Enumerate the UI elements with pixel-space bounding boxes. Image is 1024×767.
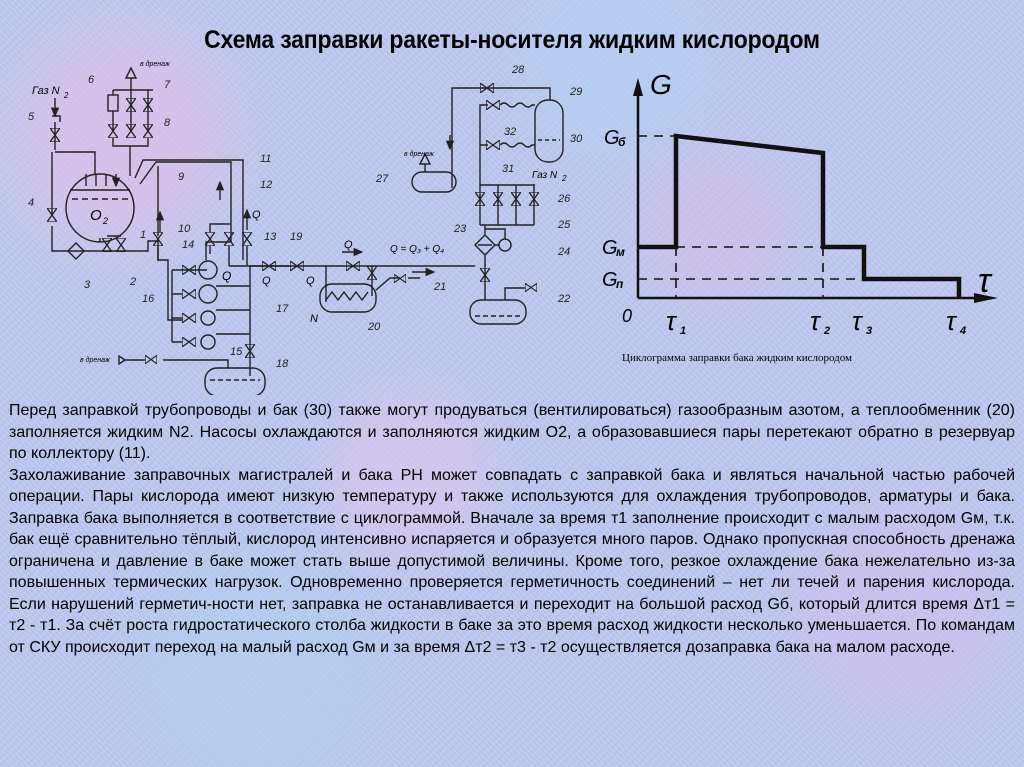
svg-text:18: 18 — [276, 358, 289, 370]
drain-mid-label: в дренаж — [404, 150, 435, 158]
svg-text:32: 32 — [504, 126, 516, 138]
g-medium-label: G — [602, 237, 618, 259]
fill-rate-curve — [638, 133, 962, 298]
svg-text:Q: Q — [262, 275, 271, 287]
svg-text:21: 21 — [433, 281, 446, 293]
tau2-label: τ — [810, 306, 822, 336]
svg-text:22: 22 — [557, 293, 570, 305]
svg-text:10: 10 — [178, 223, 191, 235]
svg-text:м: м — [616, 245, 625, 259]
svg-text:2: 2 — [63, 91, 69, 100]
filling-scheme-diagram: O 2 Газ N 2 в дренаж Q Q Q — [28, 60, 583, 395]
cyclogram-chart: G τ 0 G б G м G п τ 1 τ 2 τ 3 τ 4 — [602, 69, 998, 337]
oxygen-tank-1: O 2 — [65, 173, 135, 243]
svg-text:13: 13 — [264, 231, 277, 243]
svg-text:19: 19 — [290, 231, 302, 243]
x-axis-label: τ — [978, 262, 993, 300]
svg-text:2: 2 — [561, 174, 567, 183]
svg-text:1: 1 — [680, 325, 686, 337]
drain-bottom-label: в дренаж — [80, 356, 111, 364]
svg-text:4: 4 — [959, 325, 966, 337]
g-big-label: G — [604, 127, 620, 149]
svg-text:Q = Q₃ + Q₄: Q = Q₃ + Q₄ — [390, 244, 444, 255]
svg-text:17: 17 — [276, 303, 289, 315]
svg-text:2: 2 — [102, 216, 108, 226]
svg-text:28: 28 — [511, 64, 525, 76]
body-text: Перед заправкой трубопроводы и бак (30) … — [9, 400, 1015, 658]
tank-o2-label: O — [90, 207, 102, 224]
svg-text:Q: Q — [344, 239, 353, 251]
drain-top-label: в дренаж — [140, 60, 171, 68]
svg-text:30: 30 — [570, 133, 583, 145]
g-small-label: G — [602, 269, 618, 291]
svg-text:23: 23 — [453, 223, 467, 235]
svg-text:26: 26 — [557, 193, 571, 205]
svg-text:16: 16 — [142, 293, 155, 305]
svg-text:25: 25 — [557, 219, 571, 231]
item-numbers: 1 2 3 4 5 6 7 8 9 10 11 12 13 14 15 16 1… — [28, 64, 583, 370]
svg-text:3: 3 — [866, 325, 872, 337]
svg-text:6: 6 — [88, 74, 95, 86]
svg-text:20: 20 — [367, 321, 381, 333]
svg-text:8: 8 — [164, 117, 171, 129]
svg-text:27: 27 — [375, 173, 389, 185]
svg-text:14: 14 — [182, 239, 194, 251]
slide-title: Схема заправки ракеты-носителя жидким ки… — [204, 26, 820, 54]
svg-text:15: 15 — [230, 346, 243, 358]
tau3-label: τ — [852, 306, 864, 336]
paragraph-cooldown-filling: Захолаживание заправочных магистралей и … — [9, 466, 1015, 656]
svg-text:Q: Q — [222, 269, 231, 283]
svg-text:24: 24 — [557, 246, 570, 258]
svg-text:п: п — [616, 277, 624, 291]
tau4-label: τ — [946, 306, 958, 336]
svg-text:N: N — [310, 313, 318, 325]
svg-text:7: 7 — [164, 79, 171, 91]
svg-text:9: 9 — [178, 171, 184, 183]
svg-text:Q: Q — [252, 209, 261, 221]
y-axis-label: G — [650, 69, 672, 100]
svg-text:5: 5 — [28, 111, 35, 123]
svg-text:12: 12 — [260, 179, 272, 191]
svg-text:2: 2 — [129, 276, 136, 288]
svg-text:3: 3 — [84, 279, 91, 291]
origin-label: 0 — [622, 306, 632, 326]
svg-text:29: 29 — [569, 86, 582, 98]
svg-text:б: б — [618, 135, 626, 149]
gas-n2-left-label: Газ N — [32, 85, 60, 97]
svg-text:4: 4 — [28, 197, 34, 209]
svg-text:31: 31 — [502, 163, 514, 175]
svg-text:Газ N: Газ N — [532, 170, 558, 181]
chart-caption: Циклограмма заправки бака жидким кислоро… — [622, 352, 853, 364]
svg-text:Q: Q — [306, 275, 315, 287]
tau1-label: τ — [666, 306, 678, 336]
paragraph-purge: Перед заправкой трубопроводы и бак (30) … — [9, 402, 1015, 462]
svg-text:2: 2 — [823, 325, 830, 337]
svg-text:1: 1 — [140, 229, 146, 241]
svg-text:11: 11 — [260, 153, 271, 165]
